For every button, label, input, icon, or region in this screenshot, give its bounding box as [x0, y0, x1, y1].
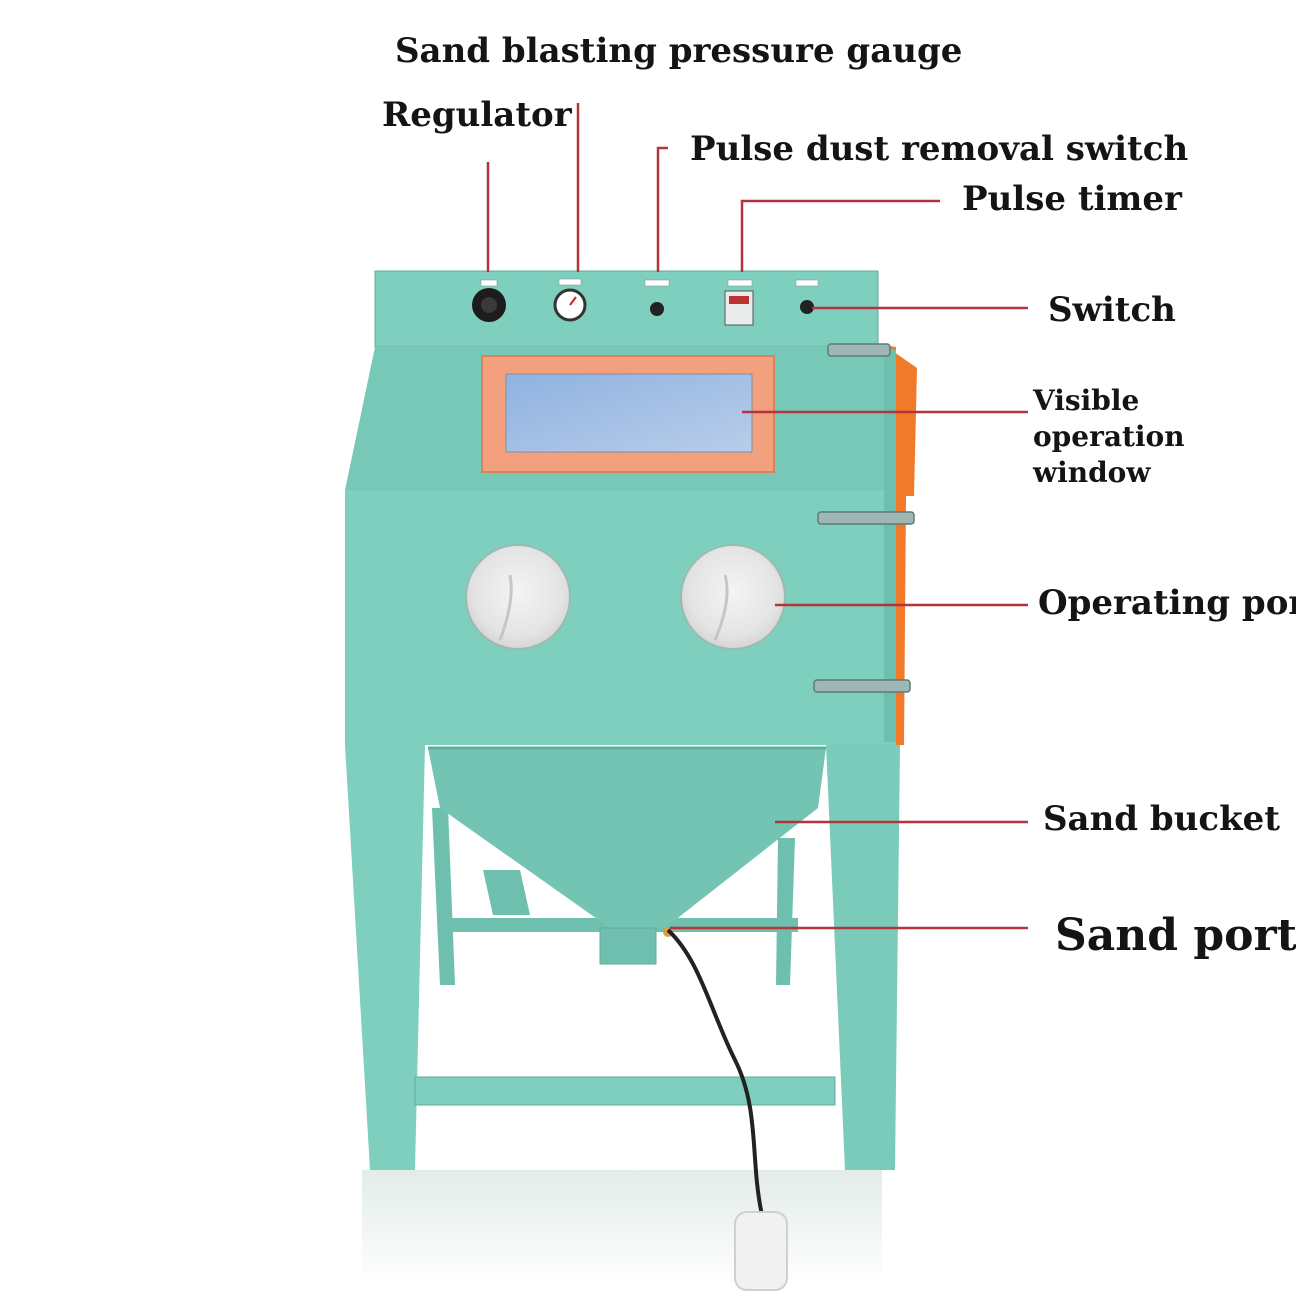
glove-port-right	[680, 544, 786, 650]
label-sand-port: Sand port	[1055, 910, 1296, 961]
window-glass	[505, 373, 753, 453]
side-door	[884, 345, 917, 745]
sand-bucket-hopper	[428, 748, 826, 928]
leg-left	[345, 745, 425, 1170]
label-operating-port: Operating port	[1038, 583, 1296, 623]
power-switch-icon	[800, 300, 814, 314]
foot-pedal-icon	[734, 1211, 788, 1291]
label-pulse-timer: Pulse timer	[962, 179, 1182, 219]
label-pressure-gauge: Sand blasting pressure gauge	[395, 31, 963, 71]
label-regulator: Regulator	[382, 95, 572, 135]
label-operation-window-line2: window	[1033, 456, 1151, 489]
cabinet-body	[345, 490, 900, 745]
rotary-switch-icon	[650, 302, 664, 316]
control-panel	[374, 270, 879, 348]
glove-port-left	[465, 544, 571, 650]
lower-crossbar	[414, 1076, 836, 1106]
pedal-cable	[666, 928, 764, 1216]
floor-reflection	[362, 1170, 882, 1285]
leader-pulse-timer	[740, 199, 940, 272]
sand-port-outlet	[599, 927, 657, 965]
label-pulse-dust-switch: Pulse dust removal switch	[690, 129, 1189, 169]
label-operation-window-line1: Visible operation	[1033, 384, 1185, 453]
leg-right	[826, 745, 900, 1170]
leader-pulse-dust-switch	[656, 146, 668, 272]
label-switch: Switch	[1048, 290, 1176, 330]
leader-lines	[486, 103, 1028, 930]
label-operation-window: Visible operation window	[1033, 383, 1296, 491]
door-latches	[813, 343, 915, 693]
label-sand-bucket: Sand bucket	[1043, 799, 1281, 839]
